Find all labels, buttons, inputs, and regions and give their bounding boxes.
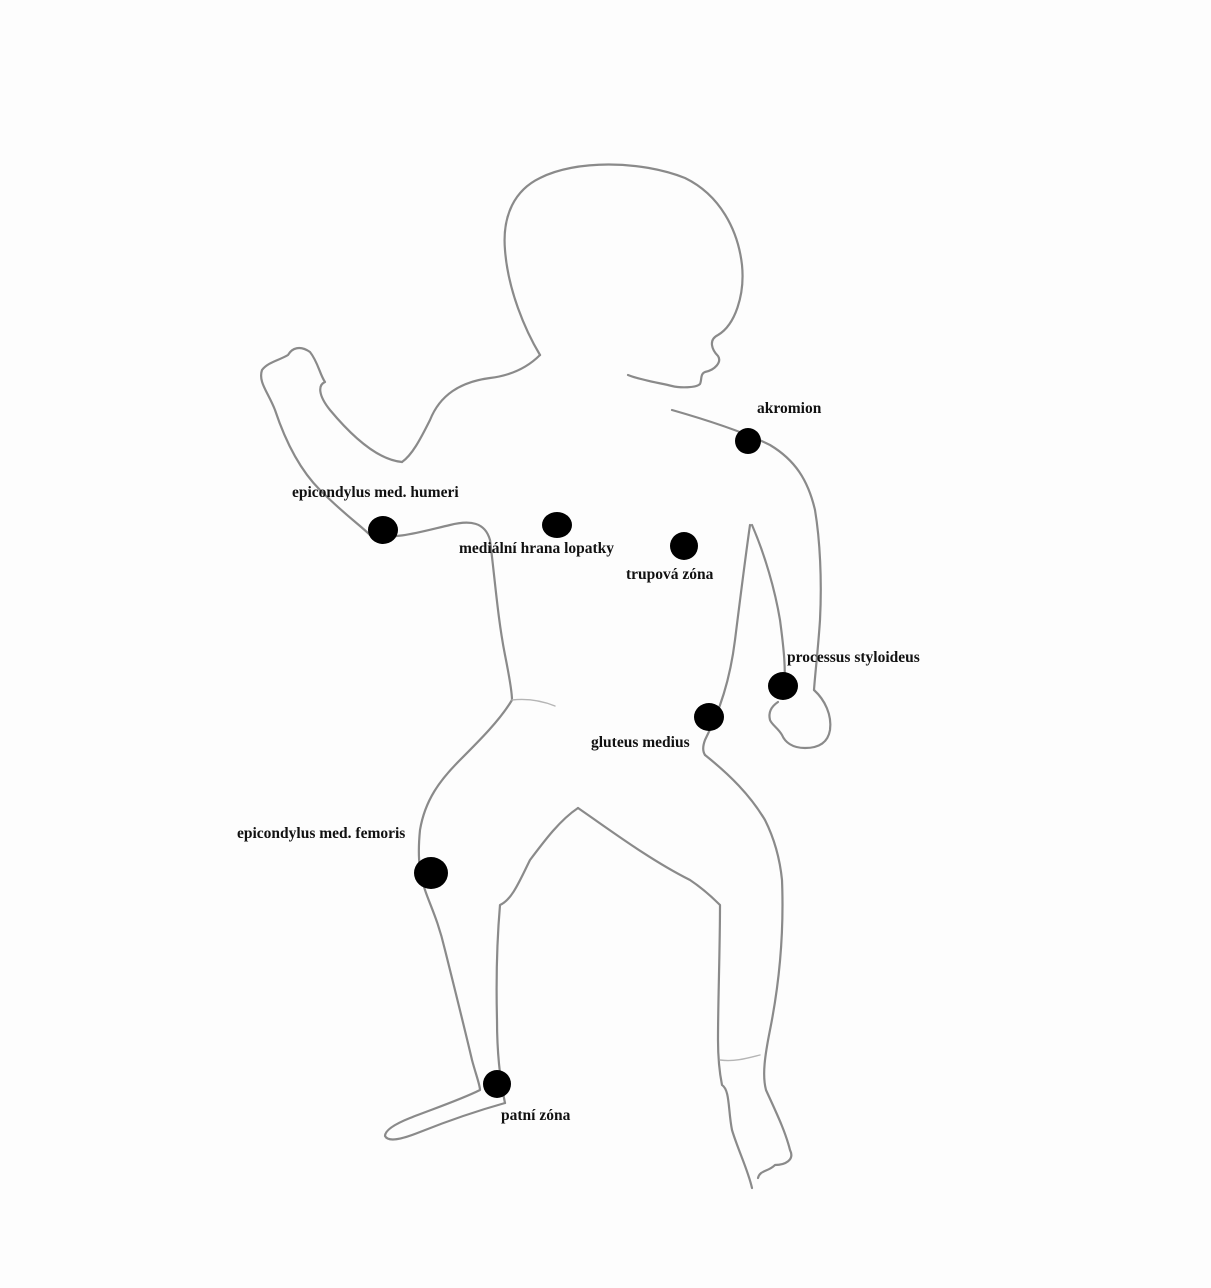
- label-trupova-zona: trupová zóna: [626, 567, 713, 583]
- label-medialni-hrana-lopatky: mediální hrana lopatky: [459, 541, 614, 557]
- label-gluteus-medius: gluteus medius: [591, 735, 690, 751]
- hip-line: [512, 699, 555, 706]
- body-outline: [261, 165, 830, 1189]
- left-leg-inner-outline: [497, 808, 578, 1103]
- label-patni-zona: patní zóna: [501, 1108, 570, 1124]
- right-leg-outer-outline: [705, 755, 791, 1178]
- marker-processus-styloideus: [768, 672, 798, 700]
- label-akromion: akromion: [757, 401, 821, 417]
- head-outline: [505, 165, 743, 388]
- right-leg-inner-outline: [578, 808, 752, 1188]
- label-epicondylus-humeri: epicondylus med. humeri: [292, 485, 459, 501]
- marker-patni-zona: [483, 1070, 511, 1098]
- ankle-fold: [720, 1055, 760, 1061]
- marker-akromion: [735, 428, 761, 454]
- neck-back-outline: [402, 355, 540, 462]
- marker-epicondylus-humeri: [368, 516, 398, 544]
- marker-trupova-zona: [670, 532, 698, 560]
- marker-gluteus-medius: [694, 703, 724, 731]
- raised-arm-outline: [261, 348, 402, 535]
- label-processus-styloideus: processus styloideus: [787, 650, 920, 666]
- marker-epicondylus-femoris: [414, 857, 448, 889]
- label-epicondylus-femoris: epicondylus med. femoris: [237, 826, 405, 842]
- right-arm-inner-outline: [752, 525, 785, 690]
- marker-medialni-hrana: [542, 512, 572, 538]
